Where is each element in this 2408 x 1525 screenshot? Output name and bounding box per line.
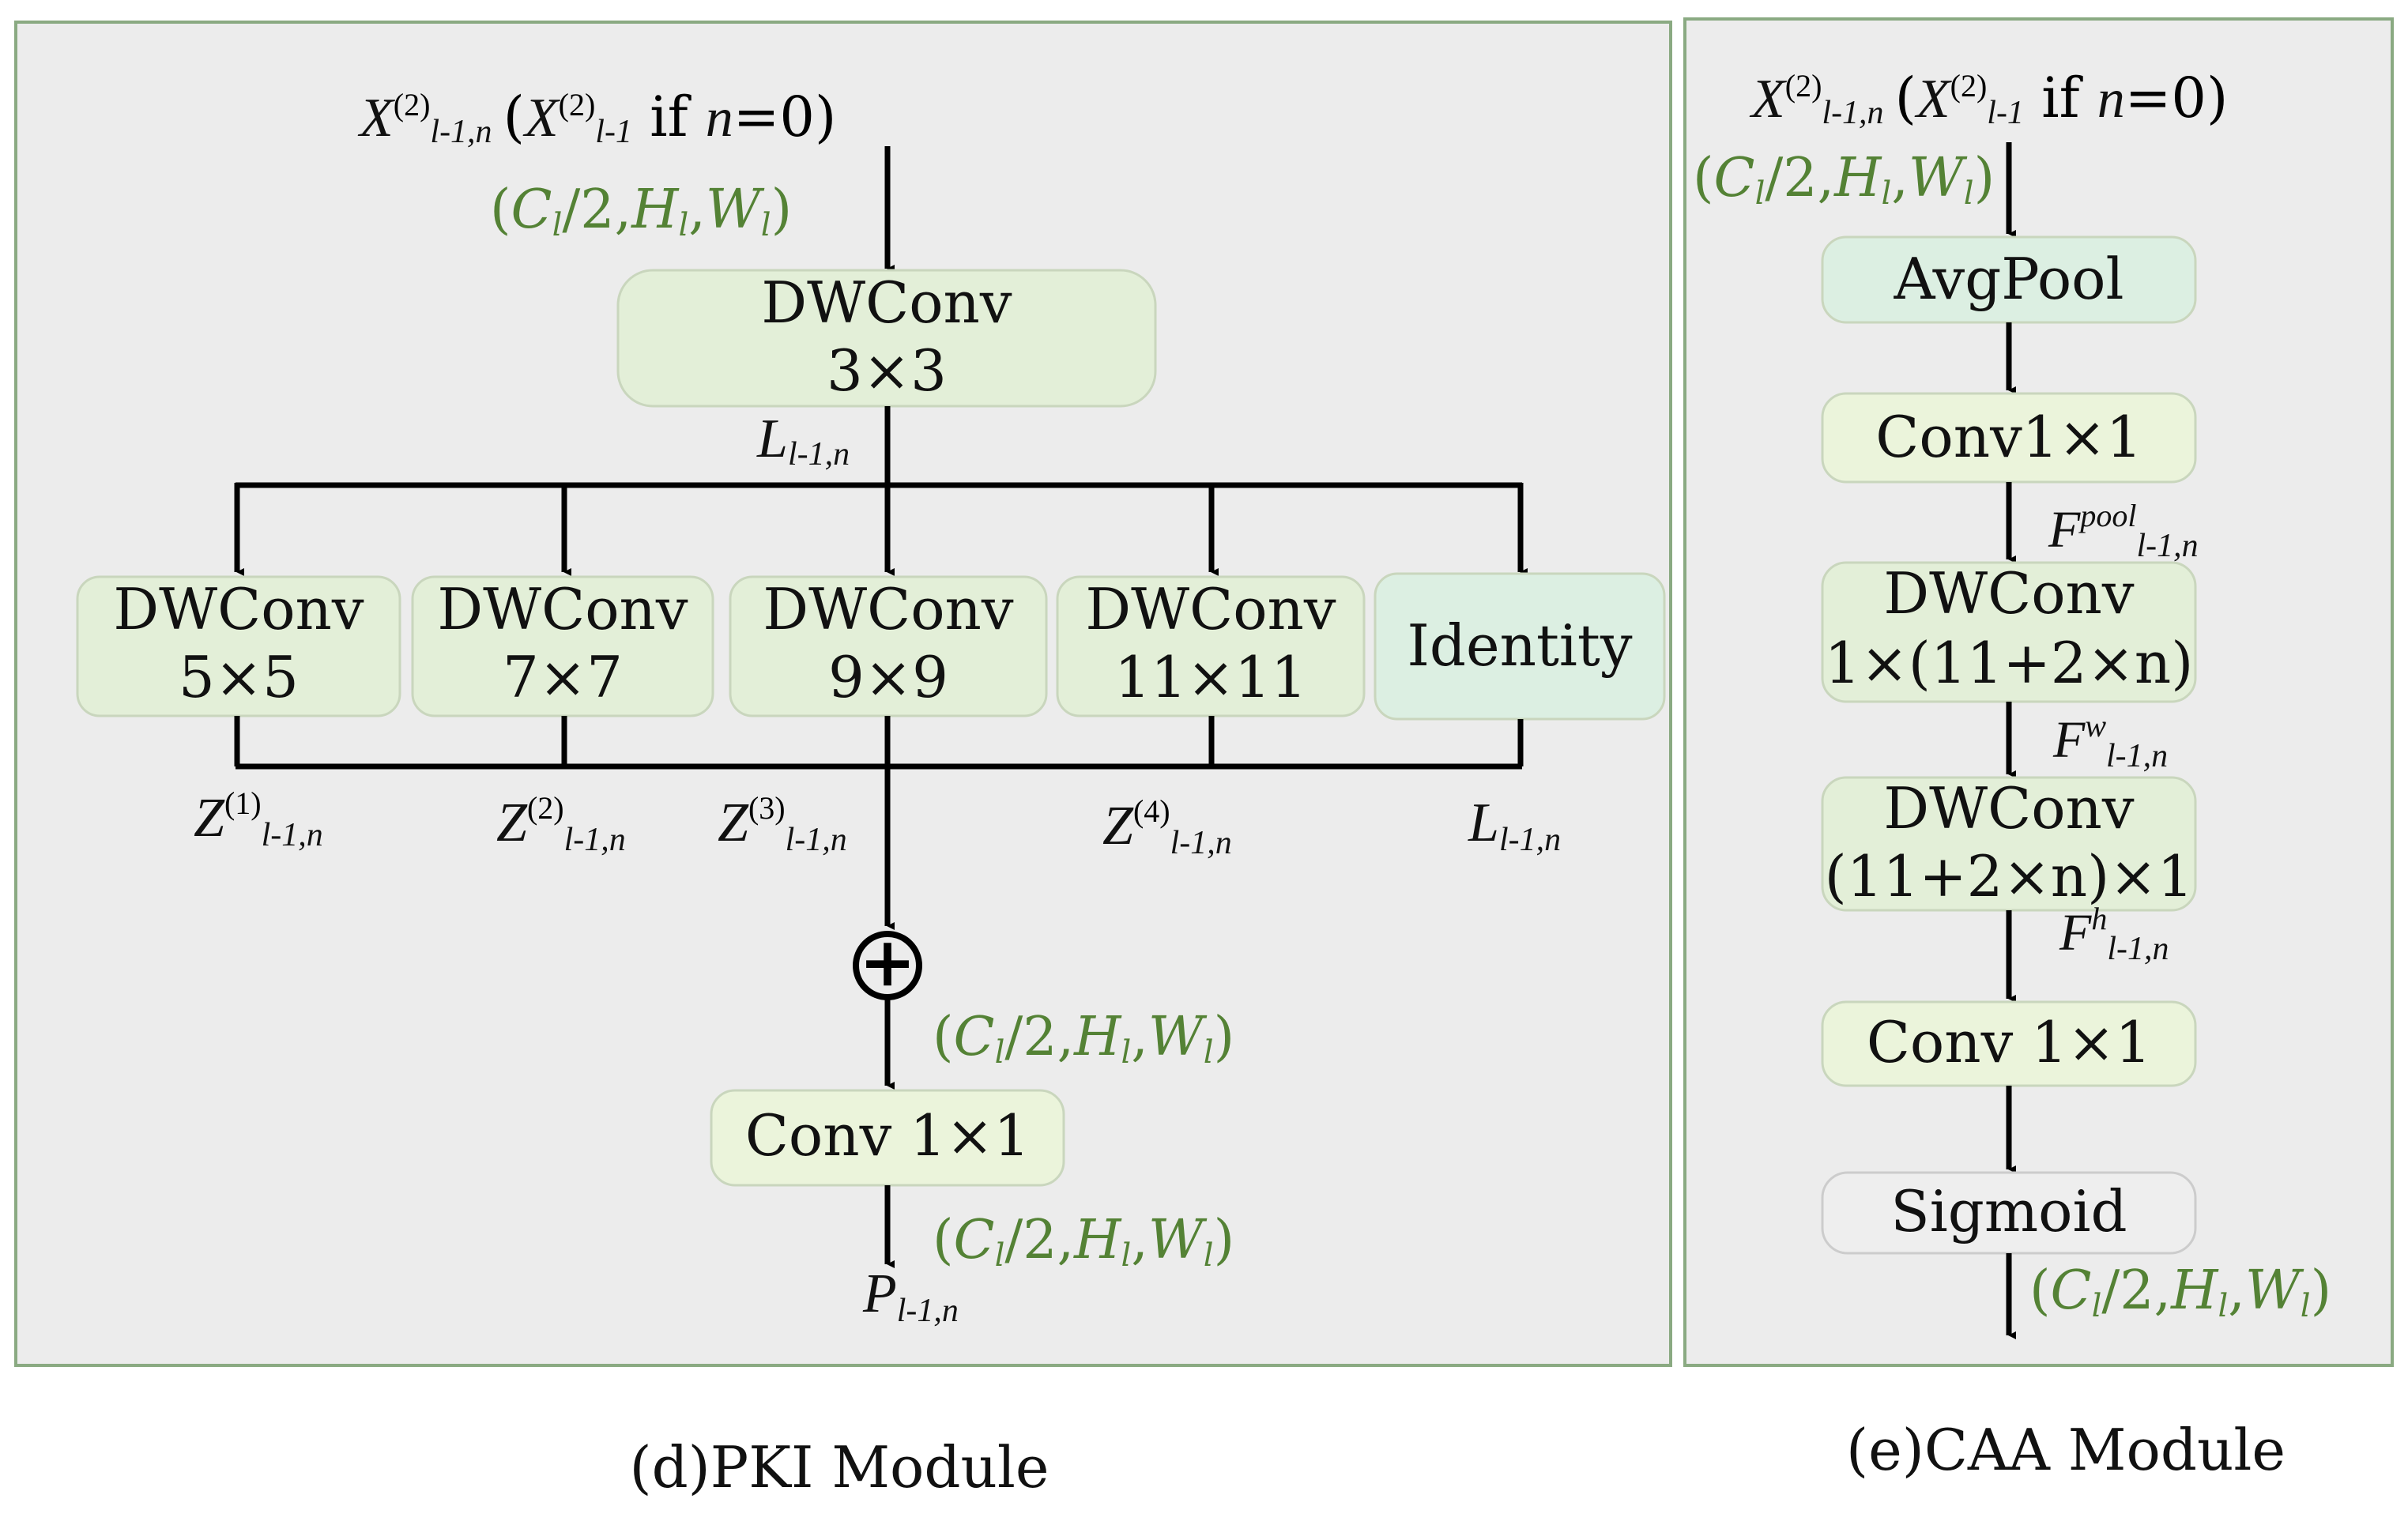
pki-branch-3-line2: 9×9 — [828, 644, 948, 710]
caa-f-h-label: Fhl-1,n — [2059, 901, 2169, 967]
pki-dim-out: (Cl/2,Hl,Wl) — [933, 1209, 1234, 1274]
caa-sigmoid-label: Sigmoid — [1890, 1178, 2127, 1244]
caa-dim-in: (Cl/2,Hl,Wl) — [1693, 147, 1995, 212]
pki-z-label-5: Ll-1,n — [1468, 793, 1561, 858]
caa-conv2-label: Conv 1×1 — [1867, 1009, 2151, 1075]
caa-caption: (e)CAA Module — [1846, 1417, 2286, 1483]
caa-dwconv-h-line1: DWConv — [1883, 560, 2135, 627]
pki-l-label: Ll-1,n — [756, 409, 850, 473]
pki-caption: (d)PKI Module — [630, 1434, 1049, 1501]
caa-f-pool-label: Fpooll-1,n — [2048, 498, 2199, 564]
pki-conv1x1-label: Conv 1×1 — [745, 1102, 1030, 1169]
caa-dwconv-v-line1: DWConv — [1883, 775, 2135, 842]
caa-avgpool-label: AvgPool — [1893, 246, 2123, 312]
caa-f-w-label: Fwl-1,n — [2052, 708, 2168, 774]
pki-branch-2-line1: DWConv — [437, 576, 688, 642]
pki-dim-after-sum: (Cl/2,Hl,Wl) — [933, 1006, 1234, 1071]
pki-branch-1-line1: DWConv — [113, 576, 364, 642]
pki-dwconv3x3-line2: 3×3 — [827, 337, 947, 404]
pki-z-label-1: Z(1)l-1,n — [194, 785, 323, 853]
pki-sum-symbol: + — [859, 922, 916, 1002]
pki-branch-identity-label: Identity — [1407, 612, 1632, 679]
caa-dwconv-h-line2: 1×(11+2×n) — [1825, 630, 2194, 696]
pki-dwconv3x3-line1: DWConv — [761, 269, 1012, 336]
pki-z-label-3: Z(3)l-1,n — [718, 790, 847, 858]
pki-branch-4-line2: 11×11 — [1114, 644, 1307, 710]
pki-branch-2-line2: 7×7 — [503, 644, 623, 710]
pki-dim-in: (Cl/2,Hl,Wl) — [490, 179, 792, 243]
caa-dim-out: (Cl/2,Hl,Wl) — [2029, 1260, 2331, 1324]
caa-dwconv-v-line2: (11+2×n)×1 — [1825, 843, 2194, 909]
pki-branch-1-line2: 5×5 — [179, 644, 299, 710]
pki-z-label-4: Z(4)l-1,n — [1102, 793, 1232, 861]
pki-input-label: X(2)l-1,n(X(2)l-1 if n=0) — [357, 85, 836, 150]
pki-branch-3-line1: DWConv — [763, 576, 1014, 642]
pki-branch-4-line1: DWConv — [1085, 576, 1336, 642]
caa-input-label: X(2)l-1,n(X(2)l-1 if n=0) — [1749, 66, 2228, 131]
caa-conv1-label: Conv1×1 — [1875, 404, 2142, 470]
pki-output-label: Pl-1,n — [862, 1263, 959, 1329]
pki-z-label-2: Z(2)l-1,n — [496, 790, 626, 858]
